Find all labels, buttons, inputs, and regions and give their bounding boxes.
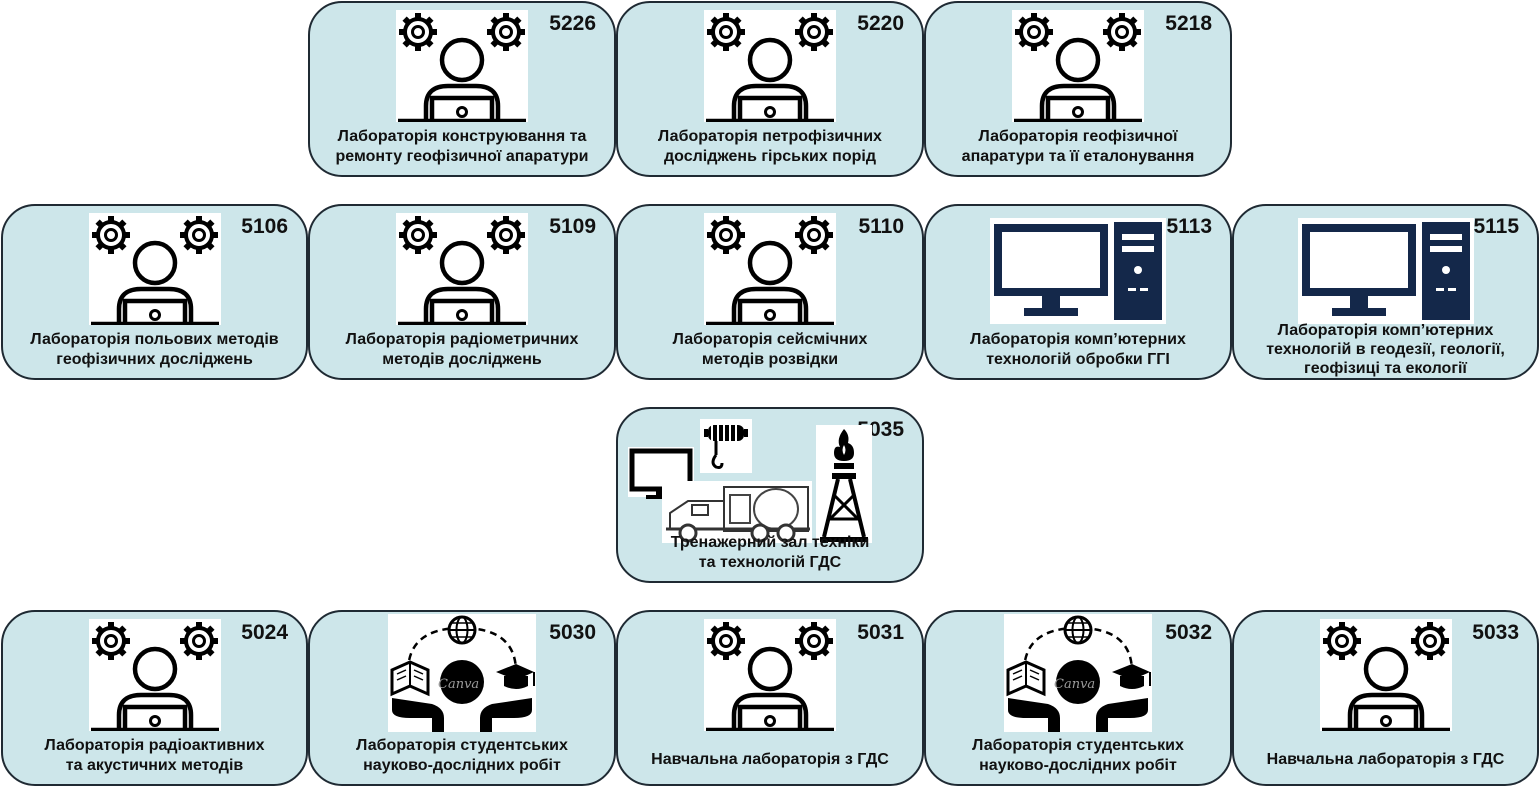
engineer-icon — [704, 213, 836, 325]
room-number: 5113 — [1166, 215, 1212, 238]
room-number: 5115 — [1473, 215, 1519, 238]
watermark-text: Canva — [1054, 677, 1095, 692]
engineer-icon — [704, 619, 836, 731]
room-number: 5024 — [241, 621, 288, 644]
lab-caption: Навчальна лабораторія з ГДС — [1266, 751, 1505, 768]
computer-icon — [990, 218, 1166, 324]
engineer-icon — [1319, 619, 1452, 731]
watermark-text: Canva — [438, 677, 479, 692]
student-research-icon: Canva — [388, 614, 536, 732]
room-number: 5031 — [857, 621, 904, 644]
room-number: 5220 — [857, 12, 904, 35]
oil-derrick-icon — [816, 425, 872, 543]
engineer-icon — [704, 10, 836, 122]
student-research-icon: Canva — [1004, 614, 1152, 732]
room-number: 5218 — [1165, 12, 1212, 35]
room-number: 5226 — [549, 12, 596, 35]
winch-icon — [700, 419, 752, 473]
engineer-icon — [88, 213, 221, 325]
lab-card-5033: 5033 Навчальна лабораторія з ГДС — [1232, 610, 1539, 786]
room-number: 5110 — [858, 215, 904, 238]
logging-truck-icon — [662, 481, 812, 543]
room-number: 5106 — [241, 215, 288, 238]
engineer-icon — [88, 619, 221, 731]
room-number: 5033 — [1472, 621, 1519, 644]
engineer-icon — [396, 213, 528, 325]
room-number: 5109 — [549, 215, 596, 238]
lab-caption: Навчальна лабораторія з ГДС — [651, 751, 889, 768]
training-hall-icon — [628, 419, 872, 543]
engineer-icon — [1012, 10, 1144, 122]
engineer-icon — [396, 10, 528, 122]
room-number: 5030 — [549, 621, 596, 644]
lab-card-5031: 5031 Навчальна лабораторія з ГДС — [616, 610, 924, 786]
hall-card-5035: 5035 — [616, 407, 924, 583]
computer-icon — [1297, 218, 1474, 324]
room-number: 5032 — [1165, 621, 1212, 644]
